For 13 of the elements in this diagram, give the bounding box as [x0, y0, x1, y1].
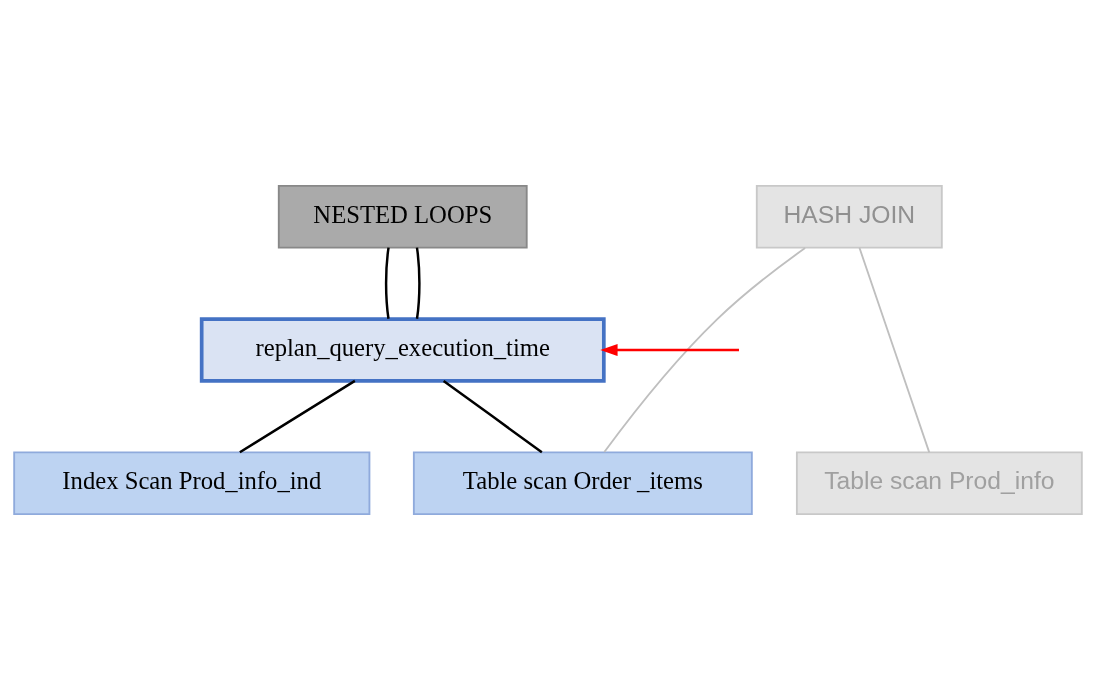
node-box: NESTED LOOPS — [277, 185, 528, 249]
connector — [442, 379, 543, 454]
arrow — [600, 343, 739, 357]
connector — [384, 247, 390, 319]
node-box: Table scan Prod_info — [795, 451, 1083, 515]
node-box: replan_query_execution_time — [199, 317, 606, 383]
connector — [603, 247, 807, 453]
connector — [239, 379, 356, 454]
connector — [415, 247, 421, 319]
node-box: Index Scan Prod_info_ind — [13, 451, 371, 515]
node-box: Table scan Order _items — [412, 451, 753, 515]
node-box: HASH JOIN — [755, 185, 943, 249]
connector — [858, 246, 931, 454]
